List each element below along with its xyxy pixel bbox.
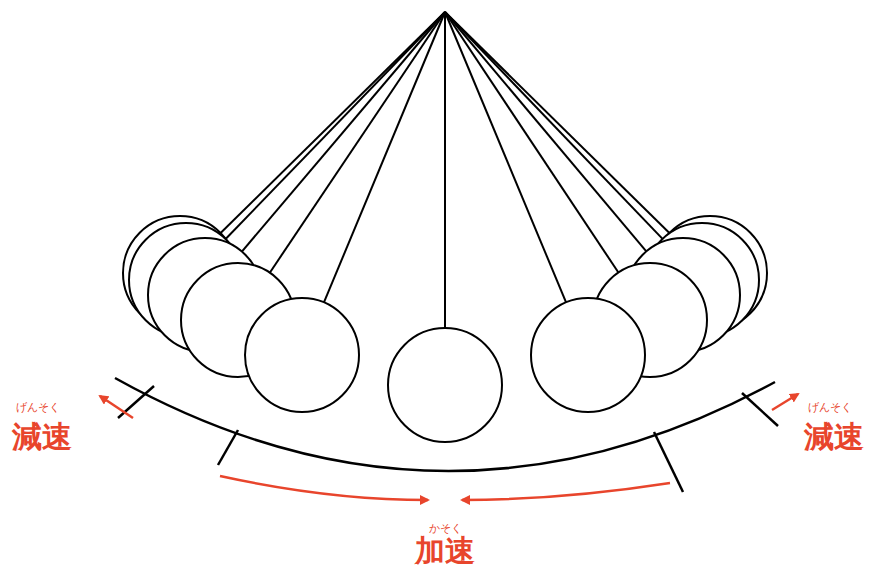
pendulum-string [445,12,618,273]
pendulum-string [242,12,445,252]
pendulum-string [221,12,445,233]
slowdown-label: 減速 [804,422,864,452]
pendulum-string [445,12,646,251]
tick-marks [118,386,778,492]
swing-arc [115,378,775,471]
pendulum-string [445,12,566,302]
pendulum-bob [531,298,645,412]
furigana: かそく [429,523,462,534]
speedup-label: 加速 [415,536,475,566]
pendulum-string [444,12,446,328]
pendulum-string [270,12,445,273]
furigana: げんそく [808,402,852,413]
furigana: げんそく [16,402,60,413]
pendulum-string [445,12,663,239]
speed-arrows [100,394,798,500]
pendulum-bob [245,298,359,412]
slowdown-label: 減速 [12,422,72,452]
pendulum-string [324,12,445,302]
pendulum-string [445,12,669,233]
pendulum-bob [388,328,502,442]
pendulum-string [226,12,445,239]
